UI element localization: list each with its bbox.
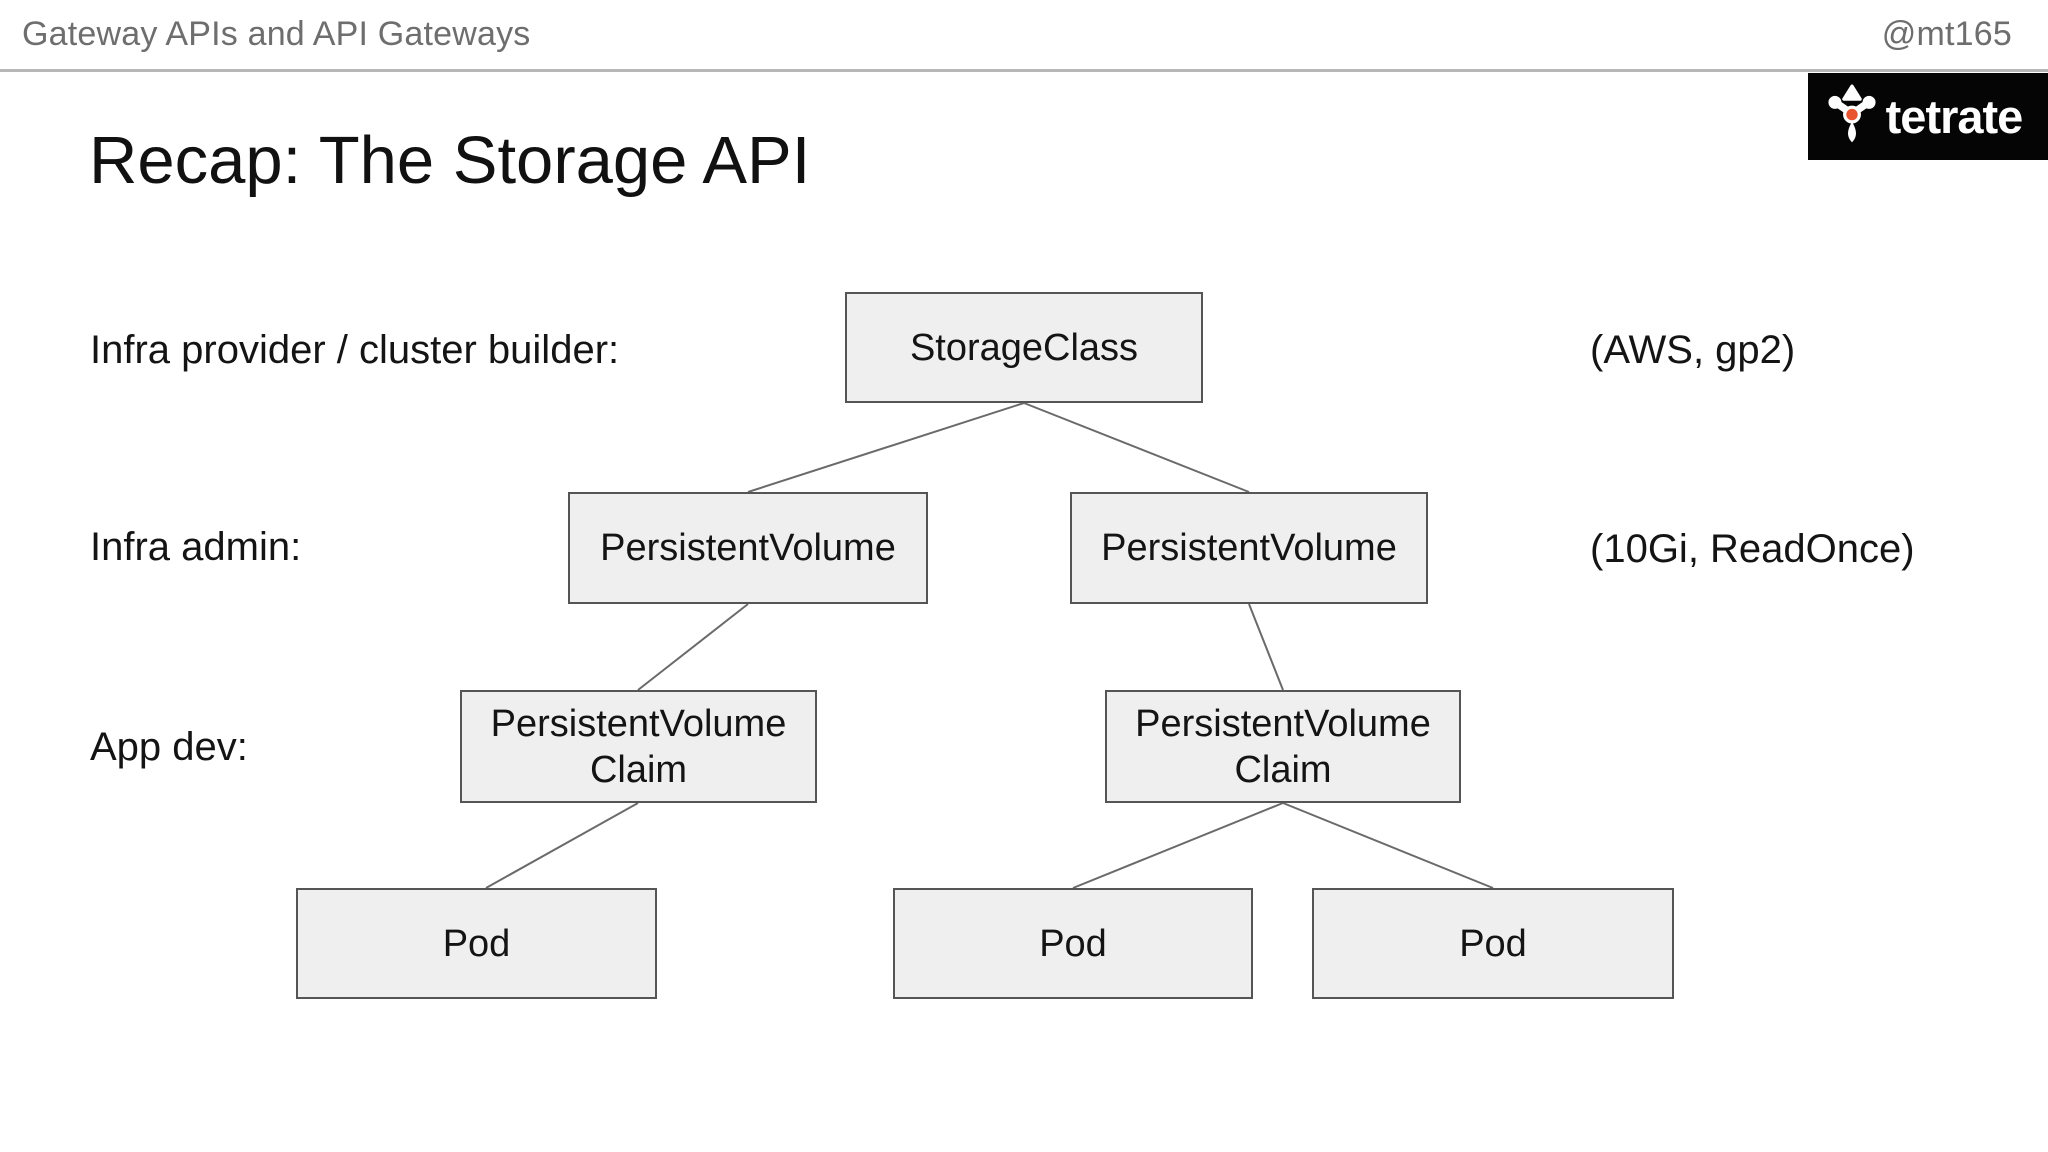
label-app-dev: App dev:: [90, 725, 248, 769]
slide-title: Recap: The Storage API: [89, 123, 811, 198]
edge-pvc-right-pod-2: [1072, 802, 1284, 889]
node-pod-1: Pod: [296, 888, 657, 999]
tetrate-wordmark: tetrate: [1885, 90, 2024, 143]
edge-pvc-left-pod-1: [485, 802, 639, 889]
node-persistentvolume-right-label: PersistentVolume: [1101, 527, 1397, 569]
presentation-title: Gateway APIs and API Gateways: [22, 15, 531, 53]
label-infra-admin: Infra admin:: [90, 525, 302, 569]
node-storageclass-label: StorageClass: [909, 326, 1139, 369]
edge-storageclass-pv-left: [747, 402, 1025, 493]
node-pod-2: Pod: [893, 888, 1253, 999]
node-persistentvolume-right: PersistentVolume: [1070, 492, 1428, 604]
node-persistentvolumeclaim-left-label: PersistentVolume Claim: [490, 702, 787, 791]
node-pod-3-label: Pod: [1459, 922, 1527, 965]
node-pod-1-label: Pod: [442, 922, 511, 965]
label-infra-provider: Infra provider / cluster builder:: [90, 328, 620, 372]
edge-storageclass-pv-right: [1023, 402, 1250, 493]
node-storageclass: StorageClass: [845, 292, 1203, 403]
annotation-pv-params: (10Gi, ReadOnce): [1590, 527, 1915, 571]
edge-pvc-right-pod-3: [1282, 802, 1494, 889]
node-pod-3: Pod: [1312, 888, 1674, 999]
annotation-storageclass-params: (AWS, gp2): [1590, 328, 1796, 372]
edge-pv-right-pvc-right: [1248, 603, 1284, 691]
node-persistentvolumeclaim-right: PersistentVolume Claim: [1105, 690, 1461, 803]
author-handle: @mt165: [1881, 15, 2012, 53]
tetrate-logo: tetrate: [1808, 73, 2048, 160]
node-persistentvolume-left: PersistentVolume: [568, 492, 928, 604]
node-pod-2-label: Pod: [1039, 922, 1107, 965]
edge-pv-left-pvc-left: [637, 603, 749, 691]
node-persistentvolume-left-label: PersistentVolume: [600, 527, 896, 569]
header-bar: Gateway APIs and API Gateways @mt165: [0, 0, 2048, 72]
node-persistentvolumeclaim-left: PersistentVolume Claim: [460, 690, 817, 803]
node-persistentvolumeclaim-right-label: PersistentVolume Claim: [1135, 702, 1431, 791]
tetrate-icon: [1828, 84, 1876, 142]
